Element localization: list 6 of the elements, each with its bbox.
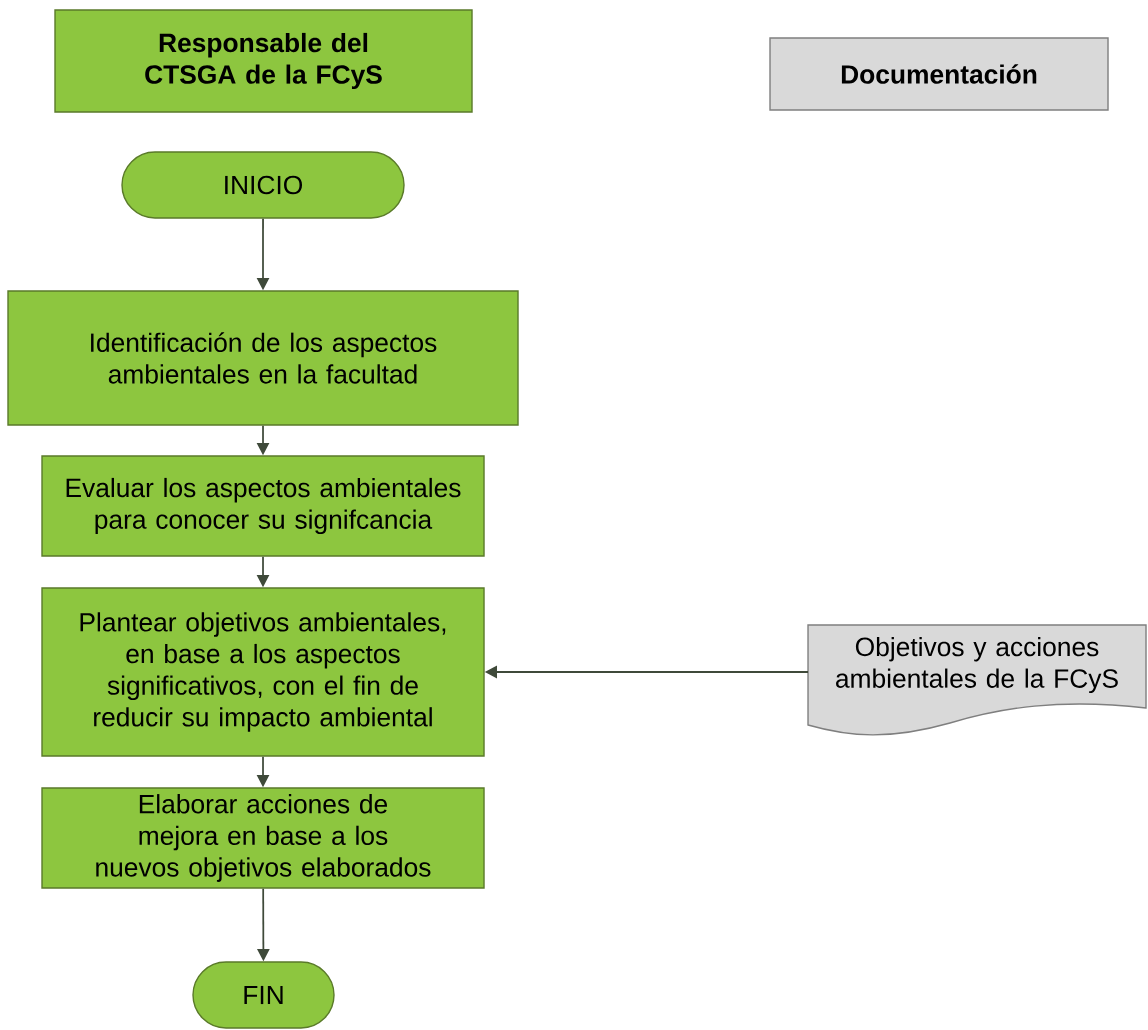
- process-box: Responsable del CTSGA de la FCyS: [54, 9, 473, 113]
- process-box: Identificación de los aspectos ambientales en la facultad: [7, 290, 519, 426]
- process-box: Plantear objetivos ambientales, en base a los aspectos significativos, con el fin de reducir su impacto ambiental: [41, 587, 485, 757]
- process-box: Elaborar acciones de mejora en base a los nuevos objetivos elaborados: [41, 787, 485, 889]
- column-header: Documentación: [769, 37, 1109, 111]
- process-box: Evaluar los aspectos ambientales para conocer su signifcancia: [41, 455, 485, 557]
